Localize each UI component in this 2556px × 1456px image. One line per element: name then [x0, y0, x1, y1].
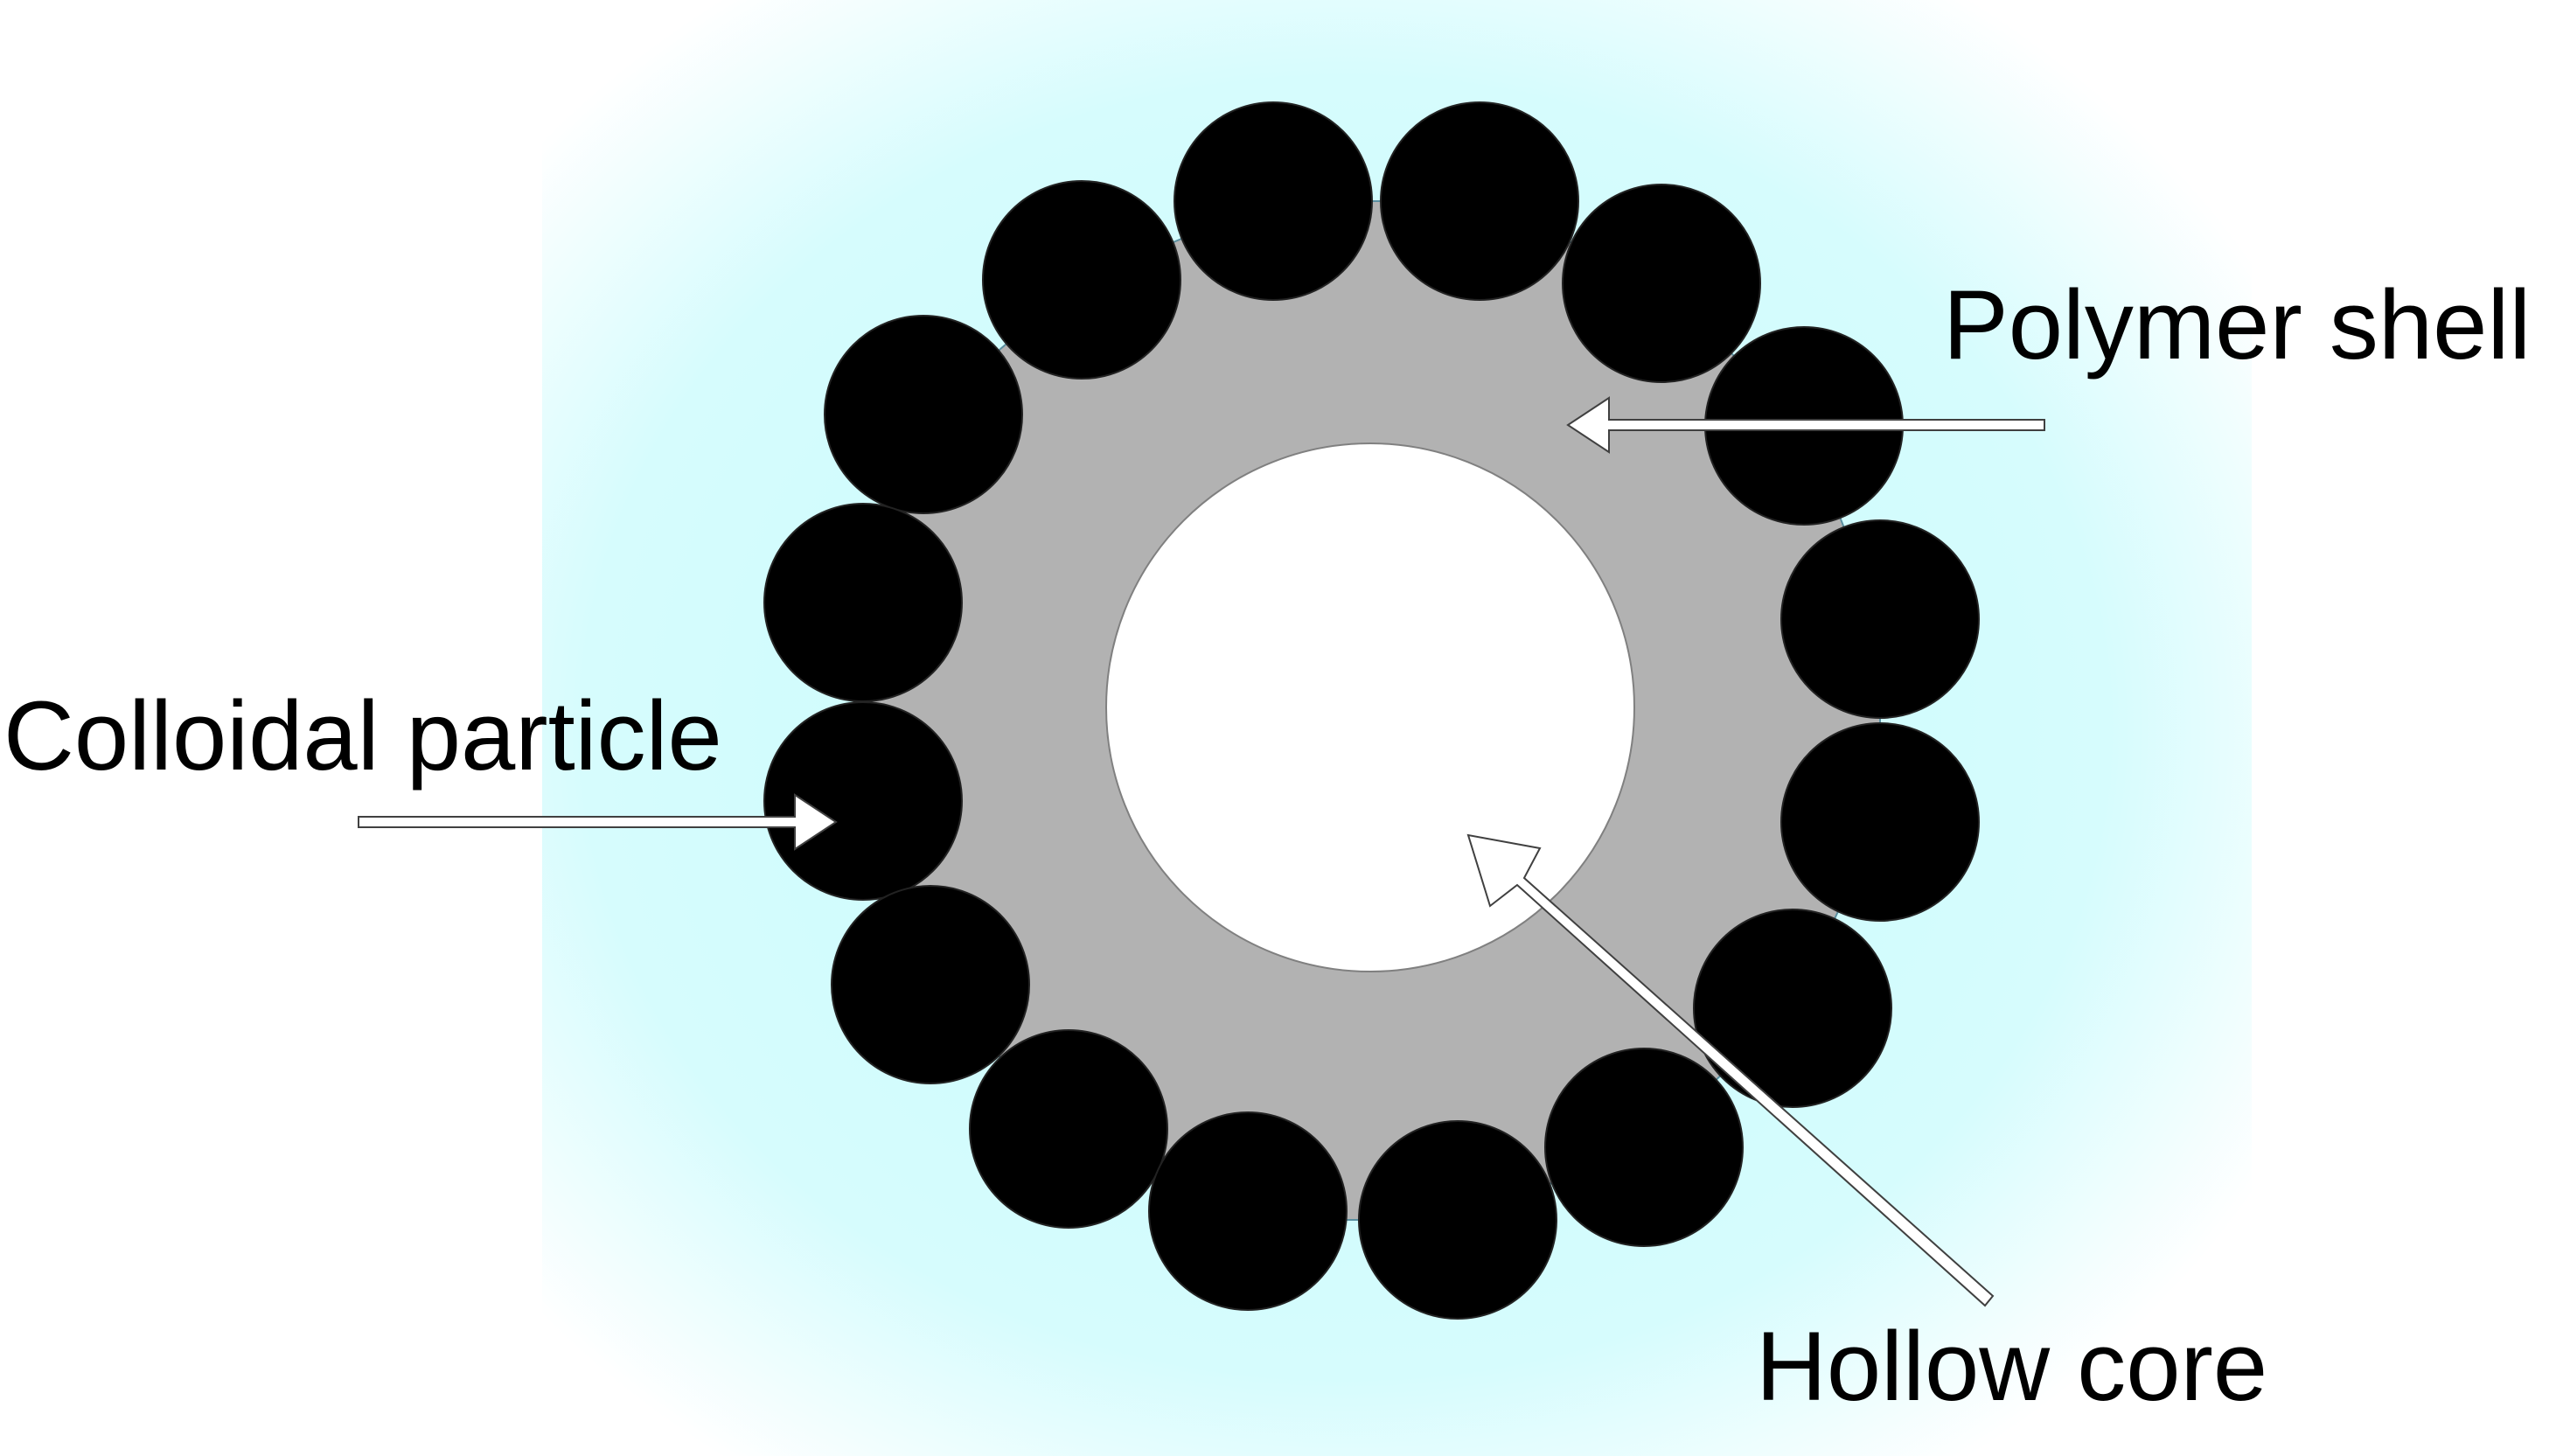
colloidal-particle — [1693, 909, 1892, 1108]
colloidal-particle-label: Colloidal particle — [3, 681, 722, 791]
colloidal-particle — [1358, 1120, 1557, 1320]
colloidal-particle — [763, 701, 963, 901]
colloidal-particle — [1544, 1048, 1744, 1247]
colloidal-particle — [763, 503, 963, 702]
hollow-core-arrow — [1466, 833, 1995, 1307]
colloidal-particle — [1174, 101, 1373, 301]
colloidal-particle — [982, 180, 1181, 380]
colloidal-particle — [969, 1029, 1168, 1229]
colloidal-particle — [824, 315, 1023, 514]
colloidal-particle-arrow — [358, 793, 838, 851]
polymer-shell-arrow — [1566, 396, 2045, 454]
colloidal-particle — [1780, 519, 1980, 719]
colloidal-particle — [1148, 1111, 1348, 1311]
polymer-shell-label: Polymer shell — [1943, 270, 2531, 380]
colloidal-particle — [831, 885, 1030, 1084]
colloidal-particle — [1562, 184, 1761, 383]
colloidal-particle — [1380, 101, 1579, 301]
hollow-core — [1105, 442, 1635, 972]
hollow-core-label: Hollow core — [1756, 1312, 2267, 1421]
colloidal-particle — [1780, 722, 1980, 922]
